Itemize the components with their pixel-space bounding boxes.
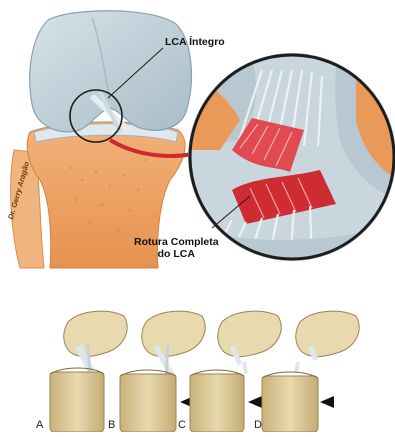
label-rupture-line2: do LCA (134, 248, 219, 260)
stage-a-figure (50, 311, 127, 432)
stage-label-b: B (108, 419, 115, 431)
rupture-stages (50, 311, 359, 432)
zoom-view (188, 53, 395, 263)
stage-label-a: A (36, 419, 43, 431)
label-rupture-line1: Rotura Completa (134, 236, 219, 248)
stage-label-c: C (178, 419, 186, 431)
label-intact-acl: LCA Íntegro (165, 36, 225, 48)
knee-joint (11, 11, 214, 268)
label-complete-rupture: Rotura Completa do LCA (134, 236, 219, 260)
stage-label-d: D (254, 419, 262, 431)
